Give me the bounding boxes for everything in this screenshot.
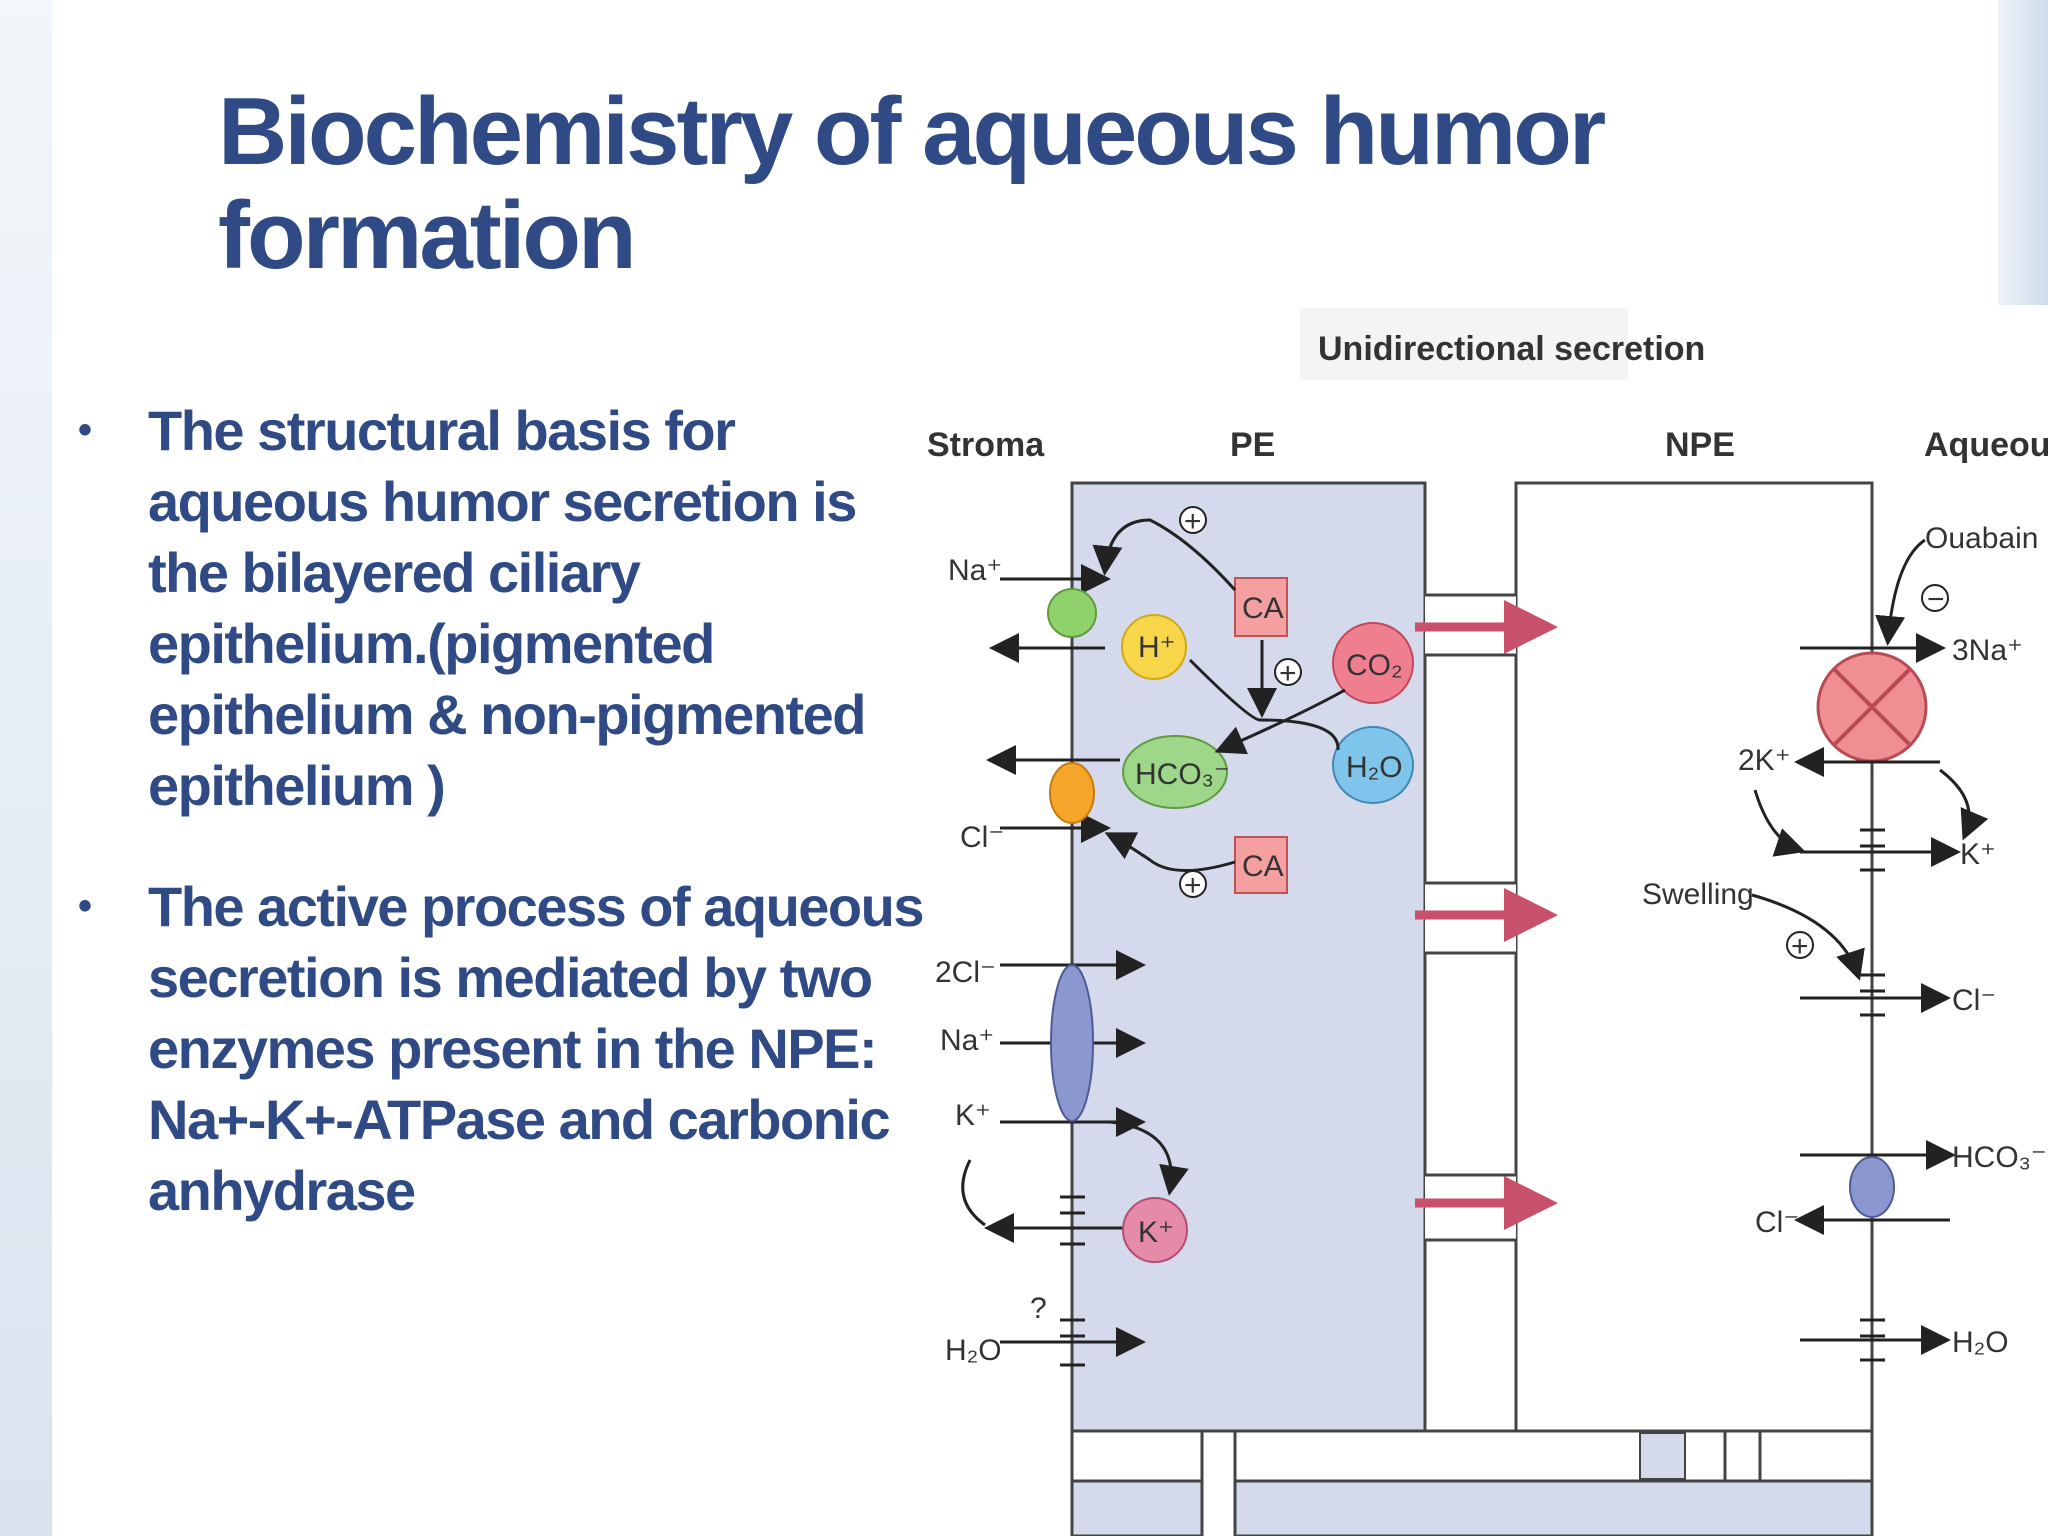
npe-cl-in-label: Cl⁻ [1755, 1206, 1799, 1239]
co2-molecule [1332, 622, 1414, 704]
pe-cl-label: Cl⁻ [960, 821, 1004, 854]
two-k-label: 2K⁺ [1738, 744, 1791, 777]
pe-question-label: ? [1030, 1292, 1047, 1325]
npe-cl-label: Cl⁻ [1952, 984, 1996, 1017]
cl-hco3-exchanger [1049, 762, 1095, 824]
plus-sign: + [1184, 505, 1202, 538]
k-ion [1122, 1197, 1188, 1263]
ouabain-label: Ouabain [1925, 522, 2038, 555]
swelling-label: Swelling [1642, 878, 1754, 911]
co2-label: CO₂ [1346, 649, 1403, 682]
pe-na-label: Na⁺ [948, 554, 1002, 587]
hco3-pe-label: HCO₃⁻ [1135, 758, 1230, 791]
label-pe: PE [1230, 426, 1275, 464]
h2o-mol-label: H₂O [1346, 751, 1403, 784]
diagram-heading: Unidirectional secretion [1318, 330, 1705, 368]
nkcc-cotransporter [1050, 964, 1094, 1122]
bullet-icon: • [78, 408, 92, 452]
minus-sign: − [1927, 583, 1945, 616]
na-h-exchanger [1047, 588, 1097, 638]
h2o-molecule [1332, 726, 1414, 804]
plus-sign: + [1184, 869, 1202, 902]
npe-cell [1514, 481, 1874, 1433]
npe-k-label: K⁺ [1960, 838, 1996, 871]
h-plus-ion [1121, 614, 1187, 680]
slide-title: Biochemistry of aqueous humor formation [218, 78, 1606, 289]
secretion-arrows [1415, 600, 1558, 1230]
three-na-label: 3Na⁺ [1952, 634, 2023, 667]
plus-sign: + [1791, 930, 1809, 963]
bullet-item: • The active process of aqueous secretio… [78, 871, 928, 1226]
bullet-item: • The structural basis for aqueous humor… [78, 395, 928, 821]
npe-transporters: Ouabain − 3Na⁺ 2K⁺ K⁺ Swelling + Cl⁻ HCO… [1642, 522, 2047, 1362]
plus-sign: + [1279, 657, 1297, 690]
npe-h2o-label: H₂O [1952, 1326, 2009, 1359]
npe-hco3-label: HCO₃⁻ [1952, 1141, 2047, 1174]
ca-enzyme-top [1234, 577, 1288, 637]
pe-k-label: K⁺ [955, 1099, 991, 1132]
pe-na2-label: Na⁺ [940, 1024, 994, 1057]
label-npe: NPE [1665, 426, 1735, 464]
bullet-icon: • [78, 884, 92, 928]
pe-2cl-label: 2Cl⁻ [935, 956, 996, 989]
npe-cl-hco3-exchanger [1849, 1156, 1895, 1218]
slide-right-gradient [1998, 0, 2048, 305]
ca-bottom-label: CA [1242, 850, 1284, 883]
ca-top-label: CA [1242, 592, 1284, 625]
ca-enzyme-bottom [1234, 836, 1288, 894]
bullet-text: The active process of aqueous secretion … [148, 875, 924, 1222]
pe-transporters: Na⁺ H⁺ CA CO₂ H₂O HCO₃⁻ + + Cl⁻ CA + [935, 505, 1414, 1367]
pe-h2o-label: H₂O [945, 1334, 1002, 1367]
slide-left-gradient [0, 0, 52, 1536]
label-stroma: Stroma [927, 426, 1045, 464]
k-circle-label: K⁺ [1138, 1216, 1174, 1249]
heading-box [1300, 308, 1628, 380]
bullet-text: The structural basis for aqueous humor s… [148, 399, 866, 817]
h-plus-label: H⁺ [1138, 631, 1176, 664]
bullet-list: • The structural basis for aqueous humor… [78, 395, 928, 1276]
label-aqueous: Aqueous [1924, 426, 2048, 464]
hco3-ion [1122, 735, 1228, 809]
